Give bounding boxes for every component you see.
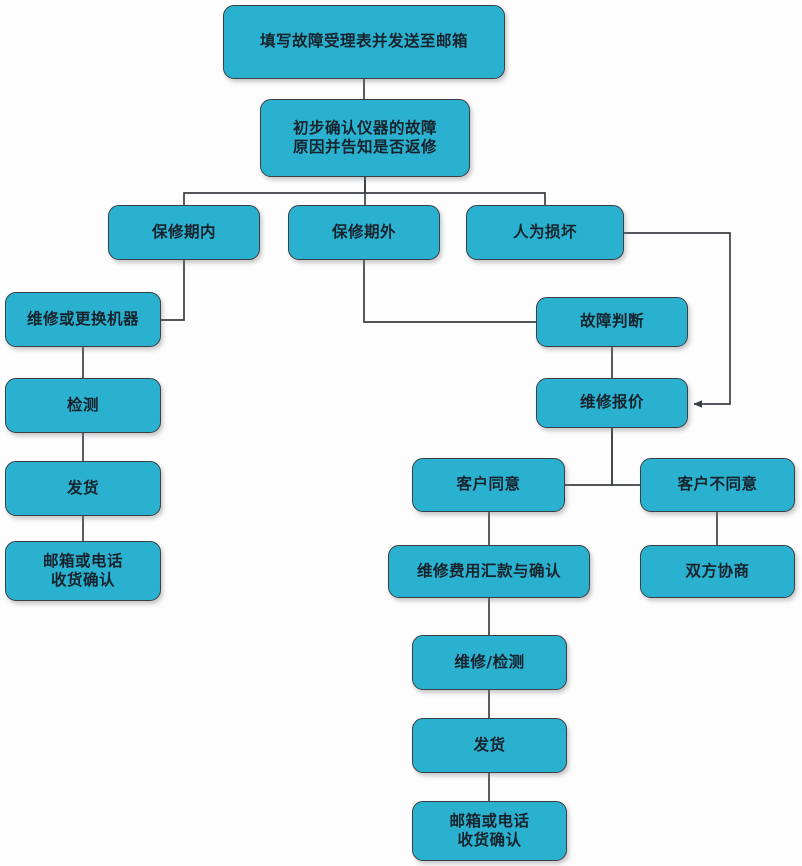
flow-node-label: 双方协商 bbox=[685, 561, 750, 580]
flow-node-label: 保修期内 bbox=[151, 222, 216, 241]
flow-node-n9[interactable]: 邮箱或电话 收货确认 bbox=[5, 541, 161, 601]
flow-node-label: 检测 bbox=[66, 395, 99, 414]
flow-node-label: 发货 bbox=[473, 735, 506, 754]
connector-n2-to-n5 bbox=[364, 177, 546, 205]
connector-n3-to-n6 bbox=[161, 260, 185, 321]
flow-node-n2[interactable]: 初步确认仪器的故障 原因并告知是否返修 bbox=[260, 99, 470, 177]
connector-n4-to-n10 bbox=[363, 260, 536, 323]
flow-node-n14[interactable]: 维修费用汇款与确认 bbox=[388, 545, 590, 598]
flow-node-n12[interactable]: 客户同意 bbox=[412, 458, 565, 512]
connector-group bbox=[82, 79, 731, 801]
flow-node-n5[interactable]: 人为损坏 bbox=[466, 205, 624, 260]
flow-node-label: 维修或更换机器 bbox=[26, 309, 139, 328]
flow-node-n7[interactable]: 检测 bbox=[5, 378, 161, 433]
flow-node-label: 维修报价 bbox=[579, 393, 644, 412]
flow-node-label: 故障判断 bbox=[579, 312, 644, 331]
flow-node-n10[interactable]: 故障判断 bbox=[536, 297, 688, 347]
connector-n11-to-n12 bbox=[565, 428, 613, 486]
flow-node-label: 邮箱或电话 收货确认 bbox=[449, 811, 530, 849]
flow-node-n11[interactable]: 维修报价 bbox=[536, 378, 688, 428]
flow-node-n4[interactable]: 保修期外 bbox=[288, 205, 440, 260]
flow-node-label: 客户不同意 bbox=[677, 475, 758, 494]
flow-node-n15[interactable]: 双方协商 bbox=[640, 545, 795, 598]
flow-node-label: 邮箱或电话 收货确认 bbox=[42, 551, 123, 589]
connector-n2-to-n3 bbox=[183, 177, 366, 205]
flow-node-n8[interactable]: 发货 bbox=[5, 461, 161, 516]
flow-node-n1[interactable]: 填写故障受理表并发送至邮箱 bbox=[223, 5, 505, 79]
flow-node-label: 客户同意 bbox=[456, 475, 521, 494]
flow-node-label: 保修期外 bbox=[331, 222, 396, 241]
flow-node-label: 发货 bbox=[66, 478, 99, 497]
flow-node-label: 维修/检测 bbox=[454, 652, 525, 671]
flow-node-n18[interactable]: 邮箱或电话 收货确认 bbox=[412, 801, 567, 861]
flow-node-n13[interactable]: 客户不同意 bbox=[640, 458, 795, 512]
flow-node-n17[interactable]: 发货 bbox=[412, 718, 567, 773]
flow-node-n6[interactable]: 维修或更换机器 bbox=[5, 292, 161, 347]
flow-node-label: 人为损坏 bbox=[512, 222, 577, 241]
flow-node-label: 填写故障受理表并发送至邮箱 bbox=[259, 32, 468, 51]
flow-node-n3[interactable]: 保修期内 bbox=[108, 205, 260, 260]
flow-node-label: 维修费用汇款与确认 bbox=[416, 561, 561, 580]
flow-node-label: 初步确认仪器的故障 原因并告知是否返修 bbox=[292, 118, 437, 156]
connector-n11-to-n13 bbox=[611, 428, 640, 486]
flow-node-n16[interactable]: 维修/检测 bbox=[412, 635, 567, 690]
